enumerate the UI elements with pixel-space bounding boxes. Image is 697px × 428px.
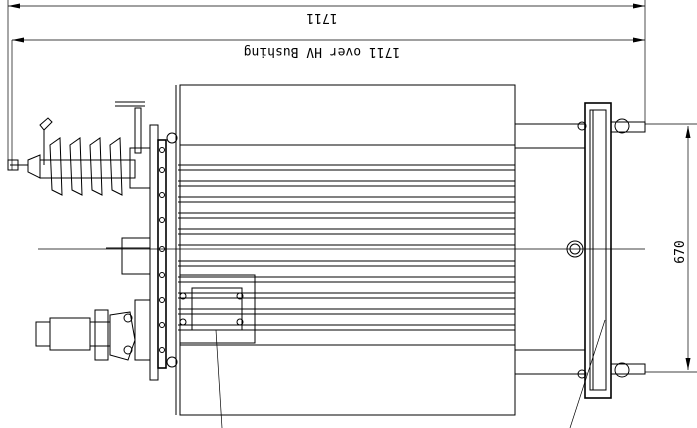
side-bracket	[106, 237, 151, 275]
bushing-width-label: 1711 over HV Bushing	[244, 44, 401, 59]
rail-leader	[569, 319, 606, 428]
height-dimension: 670	[645, 123, 697, 373]
tank-body	[175, 84, 516, 416]
base-frame	[514, 102, 646, 399]
terminal-box-leader	[215, 329, 223, 428]
left-flange	[149, 124, 178, 381]
overall-width-dimension: 1711	[7, 0, 646, 170]
height-label: 670	[673, 240, 688, 263]
overall-width-label: 1711	[306, 10, 337, 25]
bushing-width-dimension: 1711 over HV Bushing	[11, 37, 645, 170]
terminal-box	[179, 274, 256, 344]
hv-bushing	[7, 101, 151, 196]
lv-connector	[35, 299, 151, 361]
cooling-fins	[178, 164, 515, 331]
